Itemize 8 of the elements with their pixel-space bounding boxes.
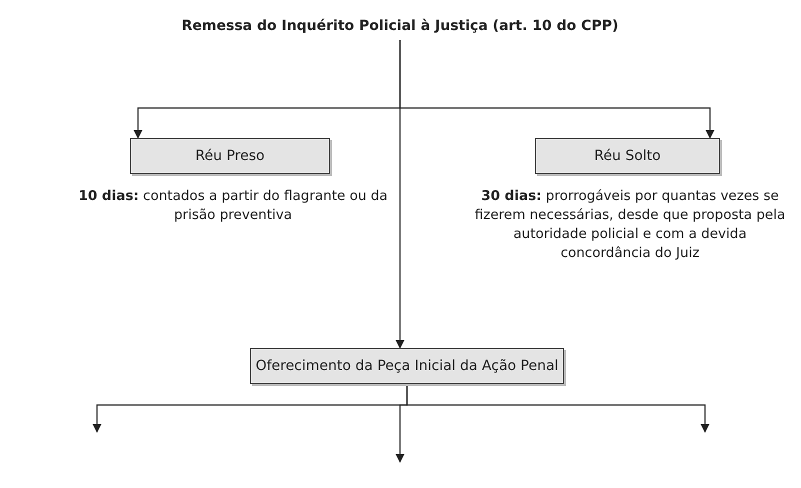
process-box: Réu Preso — [130, 138, 330, 174]
title-text: Remessa do Inquérito Policial à Justiça (art. 10 do CPP) — [170, 12, 630, 40]
arrow — [406, 384, 710, 433]
arrow — [396, 40, 404, 349]
note-text: 30 dias: prorrogáveis por quantas vezes se fizerem necessárias, desde que proposta pela autoridade policial e com a devida concordância do Juiz — [474, 187, 786, 263]
process-box: Oferecimento da Peça Inicial da Ação Penal — [250, 348, 564, 384]
note-text: 10 dias: contados a partir do flagrante ou da prisão preventiva — [78, 187, 388, 225]
process-box: Réu Solto — [535, 138, 720, 174]
